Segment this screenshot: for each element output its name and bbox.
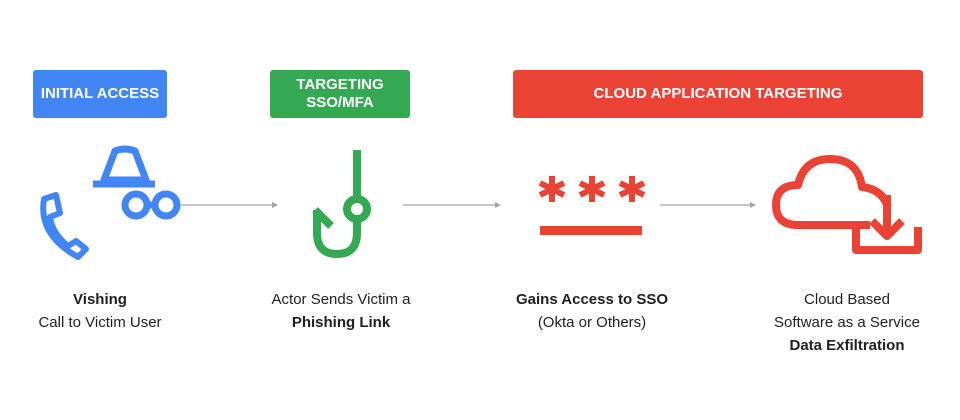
targeting-label: TARGETING — [296, 76, 384, 93]
cloud-application-targeting-tag: CLOUD APPLICATION TARGETING — [513, 70, 923, 118]
arrow-2 — [403, 202, 501, 208]
password-icon — [538, 176, 646, 235]
exfiltration-title: Data Exfiltration — [789, 337, 905, 354]
phishing-caption: Actor Sends Victim a Phishing Link — [231, 288, 451, 334]
sso-description: (Okta or Others) — [537, 314, 647, 331]
arrow-1 — [180, 202, 278, 208]
cloud-application-targeting-label: CLOUD APPLICATION TARGETING — [593, 85, 843, 102]
phishing-title: Phishing Link — [291, 314, 391, 331]
fish-hook-icon — [312, 150, 371, 259]
sso-caption: Gains Access to SSO (Okta or Others) — [482, 288, 702, 334]
exfiltration-caption: Cloud Based Software as a Service Data E… — [737, 288, 957, 357]
vishing-title: Vishing — [73, 291, 127, 308]
exfiltration-line1: Cloud Based — [804, 291, 890, 308]
vishing-description: Call to Victim User — [38, 314, 162, 331]
targeting-sso-tag: TARGETING SSO/MFA — [270, 70, 410, 118]
initial-access-label: INITIAL ACCESS — [40, 85, 160, 102]
cloud-download-icon — [772, 155, 922, 254]
sso-mfa-label: SSO/MFA — [306, 94, 374, 111]
sso-title: Gains Access to SSO — [515, 291, 668, 308]
initial-access-tag: INITIAL ACCESS — [33, 70, 167, 118]
vishing-caption: Vishing Call to Victim User — [0, 288, 210, 334]
phishing-description: Actor Sends Victim a — [271, 291, 411, 308]
arrow-3 — [660, 202, 756, 208]
exfiltration-line2: Software as a Service — [774, 314, 920, 331]
incognito-phone-icon — [40, 145, 181, 260]
